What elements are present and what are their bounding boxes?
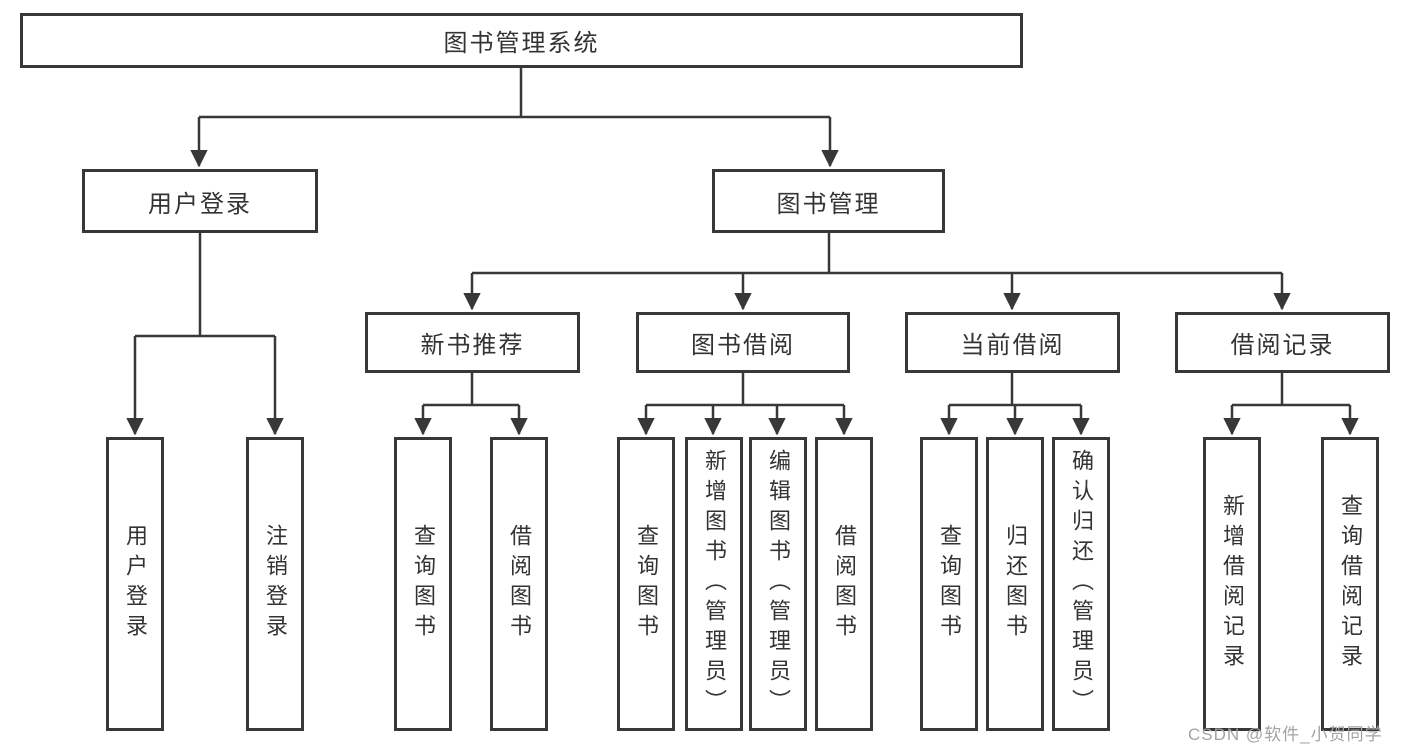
leaf-edit-book-admin: 编辑图书（管理员） <box>749 437 807 731</box>
leaf-user-login: 用户登录 <box>106 437 164 731</box>
connector-user-login-group <box>126 233 284 436</box>
leaf-query-borrow-record: 查询借阅记录 <box>1321 437 1379 731</box>
leaf-label: 查询图书 <box>411 524 436 644</box>
leaf-query-books-borrow: 查询图书 <box>617 437 675 731</box>
connector-new-book-group <box>414 373 528 436</box>
node-label: 图书管理系统 <box>443 30 600 57</box>
csdn-watermark: CSDN @软件_小贺同学 <box>1188 725 1383 744</box>
leaf-query-books-current: 查询图书 <box>920 437 978 731</box>
leaf-label: 编辑图书（管理员） <box>766 449 791 719</box>
node-new-book-recommend: 新书推荐 <box>365 312 580 373</box>
leaf-add-borrow-record: 新增借阅记录 <box>1203 437 1261 731</box>
leaf-label: 查询借阅记录 <box>1338 494 1363 674</box>
node-label: 当前借阅 <box>960 332 1065 359</box>
leaf-label: 借阅图书 <box>507 524 532 644</box>
leaf-label: 注销登录 <box>263 524 288 644</box>
node-current-borrow: 当前借阅 <box>905 312 1120 373</box>
node-library-management-system: 图书管理系统 <box>20 13 1023 68</box>
connector-book-management-group <box>463 233 1291 311</box>
leaf-label: 查询图书 <box>937 524 962 644</box>
leaf-return-book: 归还图书 <box>986 437 1044 731</box>
leaf-label: 归还图书 <box>1003 524 1028 644</box>
node-user-login: 用户登录 <box>82 169 318 233</box>
connector-root-to-level2 <box>190 68 839 168</box>
leaf-label: 借阅图书 <box>832 524 857 644</box>
leaf-borrow-books-recommend: 借阅图书 <box>490 437 548 731</box>
leaf-add-book-admin: 新增图书（管理员） <box>685 437 743 731</box>
leaf-borrow-books: 借阅图书 <box>815 437 873 731</box>
node-book-management: 图书管理 <box>712 169 945 233</box>
leaf-confirm-return-admin: 确认归还（管理员） <box>1052 437 1110 731</box>
node-label: 借阅记录 <box>1230 332 1335 359</box>
leaf-label: 用户登录 <box>123 524 148 644</box>
node-label: 图书借阅 <box>691 332 795 359</box>
node-book-borrow: 图书借阅 <box>636 312 850 373</box>
leaf-logout: 注销登录 <box>246 437 304 731</box>
leaf-label: 新增借阅记录 <box>1220 494 1245 674</box>
node-borrow-records: 借阅记录 <box>1175 312 1390 373</box>
node-label: 图书管理 <box>776 190 881 218</box>
leaf-query-books-recommend: 查询图书 <box>394 437 452 731</box>
leaf-label: 新增图书（管理员） <box>702 449 727 719</box>
connector-current-borrow-group <box>940 373 1090 436</box>
leaf-label: 查询图书 <box>634 524 659 644</box>
node-label: 新书推荐 <box>420 332 525 359</box>
node-label: 用户登录 <box>148 190 252 218</box>
connector-book-borrow-group <box>637 373 853 436</box>
leaf-label: 确认归还（管理员） <box>1069 449 1094 719</box>
connector-borrow-records-group <box>1223 373 1359 436</box>
